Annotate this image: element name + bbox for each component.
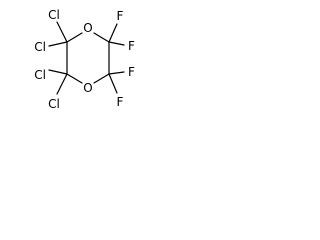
- bond-c2-cl-up: [56, 21, 68, 43]
- chlorine-top-up-label: Cl: [48, 8, 60, 22]
- bond-o-bottom-c5: [66, 73, 83, 84]
- bond-c4-o-bottom: [93, 73, 110, 84]
- bond-c3-f-right: [108, 41, 125, 46]
- bond-o-top-c3: [93, 32, 110, 43]
- chlorine-bottom-left-label: Cl: [34, 68, 46, 82]
- oxygen-bottom-label: O: [83, 81, 92, 95]
- fluorine-top-up-label: F: [117, 9, 124, 23]
- bond-c5-cl-left: [48, 69, 68, 75]
- oxygen-top-label: O: [83, 21, 92, 35]
- fluorine-bottom-down-label: F: [117, 95, 124, 109]
- bond-c4-f-right: [108, 71, 125, 75]
- fluorine-top-right-label: F: [128, 39, 135, 53]
- canvas-background: [0, 0, 168, 131]
- dioxane-structure: O O Cl Cl Cl Cl F F F F: [0, 0, 168, 131]
- bond-c3-f-up: [108, 23, 118, 43]
- bond-c5-cl-down: [56, 73, 68, 95]
- fluorine-bottom-right-label: F: [128, 65, 135, 79]
- chlorine-top-left-label: Cl: [34, 40, 46, 54]
- chlorine-bottom-down-label: Cl: [48, 97, 60, 111]
- bond-c2-cl-left: [48, 41, 68, 47]
- bond-c4-f-down: [108, 73, 118, 94]
- bond-c2-o-top: [66, 32, 83, 43]
